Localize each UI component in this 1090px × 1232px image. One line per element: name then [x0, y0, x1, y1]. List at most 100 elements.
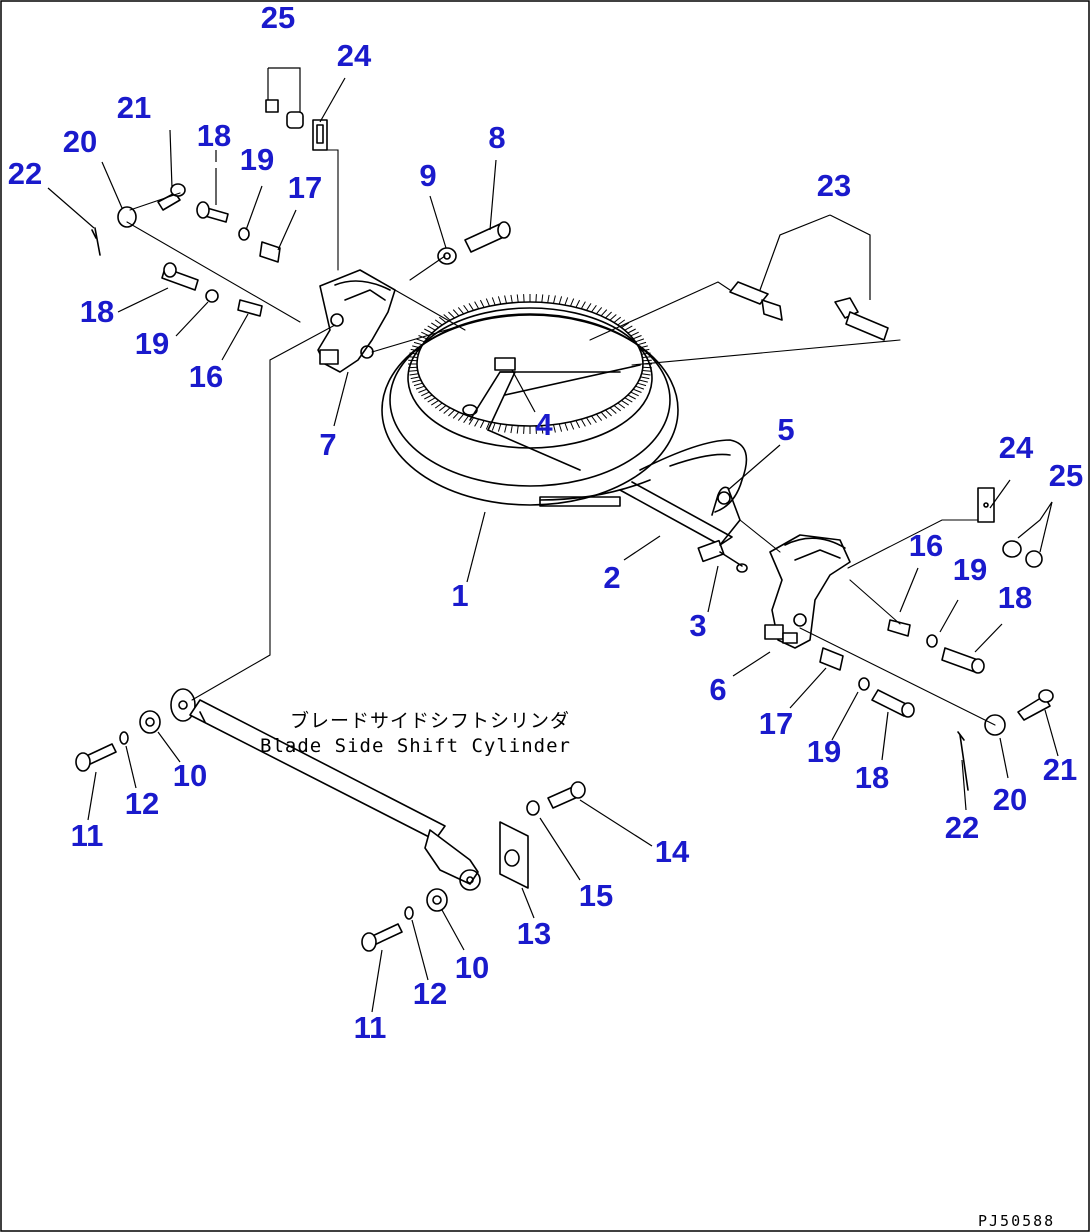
ring-tooth	[523, 425, 525, 434]
ring-tooth	[413, 382, 423, 387]
callout-21-right: 21	[1043, 752, 1077, 787]
callout-18-right-lower: 18	[855, 760, 889, 795]
callout-12-upper: 12	[125, 786, 159, 821]
ring-teeth	[408, 294, 652, 434]
ring-tooth	[408, 356, 418, 358]
ring-tooth	[558, 423, 563, 432]
side-shift-cylinder	[170, 688, 481, 891]
ring-tooth	[491, 297, 496, 306]
ring-tooth	[504, 295, 507, 304]
ring-tooth	[564, 422, 569, 431]
ring-tooth	[443, 314, 451, 321]
ring-tooth	[438, 316, 447, 323]
ring-tooth	[463, 305, 469, 313]
ring-tooth	[431, 399, 439, 406]
callout-16-right: 16	[909, 528, 943, 563]
ring-tooth	[409, 352, 419, 355]
ring-tooth	[586, 303, 592, 311]
ring-tooth	[463, 415, 469, 423]
ring-tooth	[641, 352, 651, 355]
ring-tooth	[627, 328, 636, 334]
callout-11-lower: 11	[354, 1010, 387, 1045]
ring-tooth	[621, 399, 629, 406]
ring-tooth	[410, 376, 420, 380]
ring-tooth	[609, 407, 617, 414]
callout-13: 13	[517, 916, 551, 951]
caption-japanese: ブレードサイドシフトシリンダ	[290, 709, 570, 732]
callout-25-right: 25	[1049, 458, 1083, 493]
callout-15: 15	[579, 878, 613, 913]
callout-21-left: 21	[117, 90, 151, 125]
circle-assembly	[381, 294, 748, 513]
callout-6: 6	[709, 672, 726, 707]
ring-tooth	[640, 348, 650, 352]
shaft-group	[619, 481, 748, 573]
ring-tooth	[474, 418, 480, 427]
ring-tooth	[613, 316, 622, 323]
ring-tooth	[413, 341, 423, 346]
bolts-23	[729, 281, 889, 341]
assembly-lines	[126, 149, 996, 726]
ring-tooth	[479, 299, 485, 308]
ring-tooth	[624, 325, 633, 331]
ring-tooth	[510, 294, 513, 303]
ring-tooth	[637, 341, 647, 346]
callout-5: 5	[777, 412, 794, 447]
ring-tooth	[474, 301, 480, 310]
ring-tooth	[457, 307, 464, 315]
ring-tooth	[452, 309, 460, 317]
ring-tooth	[408, 370, 418, 372]
drawing-code: PJ50588	[978, 1212, 1055, 1230]
callout-19-right-upper: 19	[953, 552, 987, 587]
callout-10-upper: 10	[173, 758, 207, 793]
ring-tooth	[638, 345, 648, 349]
ring-tooth	[638, 379, 648, 383]
ring-tooth	[535, 294, 537, 303]
ring-tooth	[438, 405, 447, 412]
ring-tooth	[642, 366, 652, 369]
leader-lines	[47, 67, 1059, 1013]
ring-tooth	[609, 314, 617, 321]
ring-tooth	[596, 413, 603, 421]
ring-tooth	[617, 402, 626, 409]
ring-tooth	[617, 319, 626, 326]
callout-22-left: 22	[8, 156, 42, 191]
ring-tooth	[504, 424, 507, 433]
ring-tooth	[434, 402, 443, 409]
callout-7: 7	[319, 427, 336, 462]
callout-12-lower: 12	[413, 976, 447, 1011]
ring-tooth	[448, 409, 455, 417]
ring-tooth	[497, 423, 502, 432]
callout-17-right: 17	[759, 706, 793, 741]
ring-tooth	[591, 305, 597, 313]
ring-tooth	[633, 335, 642, 340]
ring-tooth	[408, 359, 418, 362]
callout-20-left: 20	[63, 124, 97, 159]
ring-tooth	[637, 382, 647, 387]
callout-25-left: 25	[261, 0, 295, 35]
ring-tooth	[412, 379, 422, 383]
ring-tooth	[570, 421, 575, 430]
ring-tooth	[553, 295, 556, 304]
ring-tooth	[547, 425, 550, 434]
callout-2: 2	[603, 560, 620, 595]
left-small-parts	[91, 99, 328, 317]
callout-8: 8	[488, 120, 505, 155]
ring-tooth	[424, 394, 433, 400]
ring-tooth	[409, 373, 419, 376]
ring-tooth	[613, 405, 622, 412]
callout-9: 9	[419, 158, 436, 193]
callout-24-right: 24	[999, 430, 1034, 465]
ring-tooth	[635, 385, 645, 390]
right-bracket	[764, 534, 851, 649]
callout-10-lower: 10	[455, 950, 489, 985]
ring-tooth	[448, 311, 455, 319]
ring-tooth	[580, 301, 586, 310]
ring-tooth	[575, 420, 581, 429]
ring-tooth	[468, 417, 474, 425]
ring-tooth	[415, 385, 425, 390]
callout-18-left-lower: 18	[80, 294, 114, 329]
ring-tooth	[485, 421, 490, 430]
ring-tooth	[586, 417, 592, 425]
